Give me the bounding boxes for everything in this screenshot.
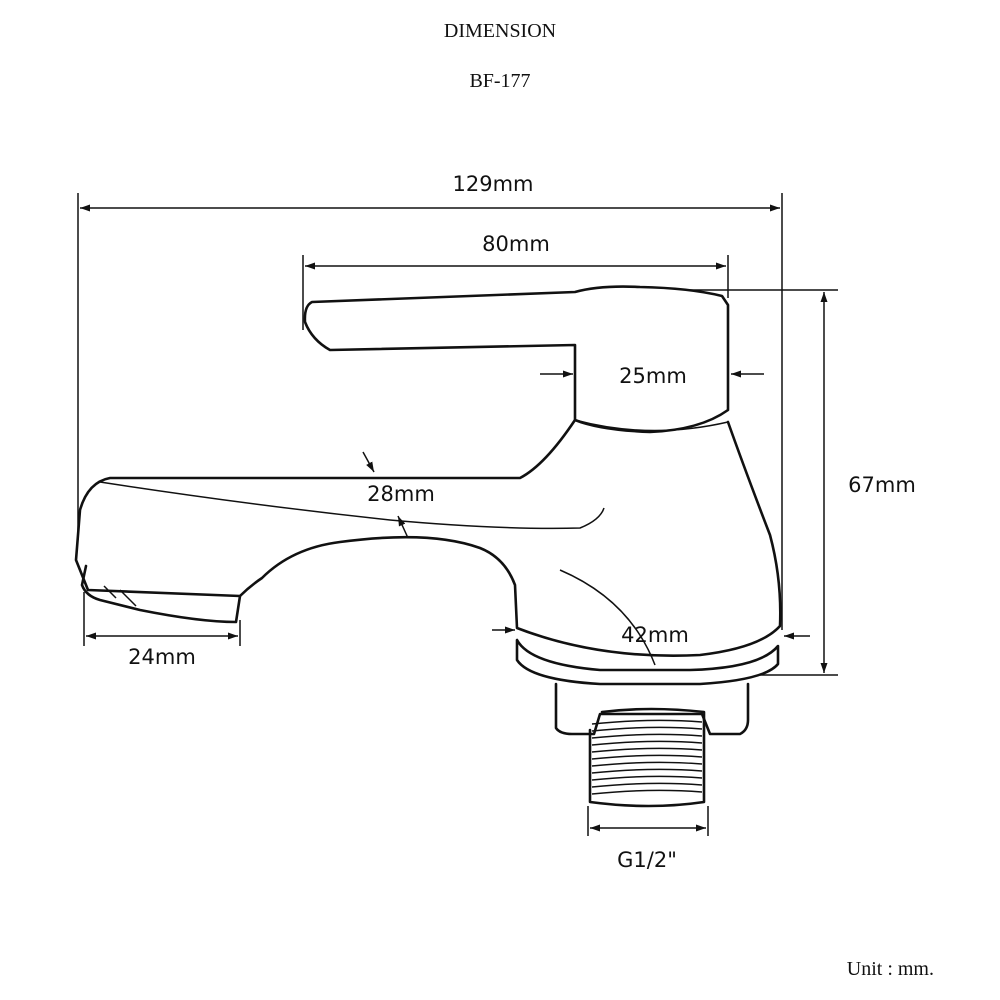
handle-lever [303, 285, 730, 434]
model-number: BF-177 [469, 70, 531, 92]
thread-lines [591, 719, 703, 795]
label-handle-width: 25mm [619, 364, 687, 388]
thread-ridge [591, 726, 703, 732]
dimension-lines [77, 193, 838, 836]
label-overall-length: 129mm [453, 172, 534, 196]
label-body-base: 42mm [621, 623, 689, 647]
thread-ridge [591, 719, 703, 725]
dim-line-spout-bottom [397, 515, 409, 539]
thread-ridge [591, 761, 703, 767]
lock-nut [554, 682, 750, 736]
label-height: 67mm [848, 473, 916, 497]
outlet-aerator [80, 564, 242, 624]
body-contour [559, 569, 656, 666]
dim-line-spout-top [362, 451, 375, 473]
thread-ridge [591, 754, 703, 760]
thread-ridge [591, 740, 703, 746]
label-outlet: 24mm [128, 645, 196, 669]
label-handle-length: 80mm [482, 232, 550, 256]
threaded-shank [588, 707, 706, 808]
spout-seam [99, 481, 605, 530]
dimension-labels: 129mm 80mm 25mm 28mm 67mm 42mm 24mm G1/2… [128, 172, 916, 872]
unit-note: Unit : mm. [846, 958, 934, 980]
label-thread: G1/2" [617, 848, 677, 872]
thread-ridge [591, 733, 703, 739]
thread-ridge [591, 775, 703, 781]
thread-ridge [591, 747, 703, 753]
label-spout-thickness: 28mm [367, 482, 435, 506]
base-flange [515, 638, 780, 686]
faucet-outline [74, 285, 782, 808]
thread-ridge [591, 768, 703, 774]
faucet-body [74, 418, 782, 657]
handle-collar-line [574, 419, 729, 432]
diagram-title: DIMENSION [443, 20, 557, 42]
thread-ridge [591, 789, 703, 795]
aerator-detail [103, 585, 137, 607]
thread-ridge [591, 782, 703, 788]
